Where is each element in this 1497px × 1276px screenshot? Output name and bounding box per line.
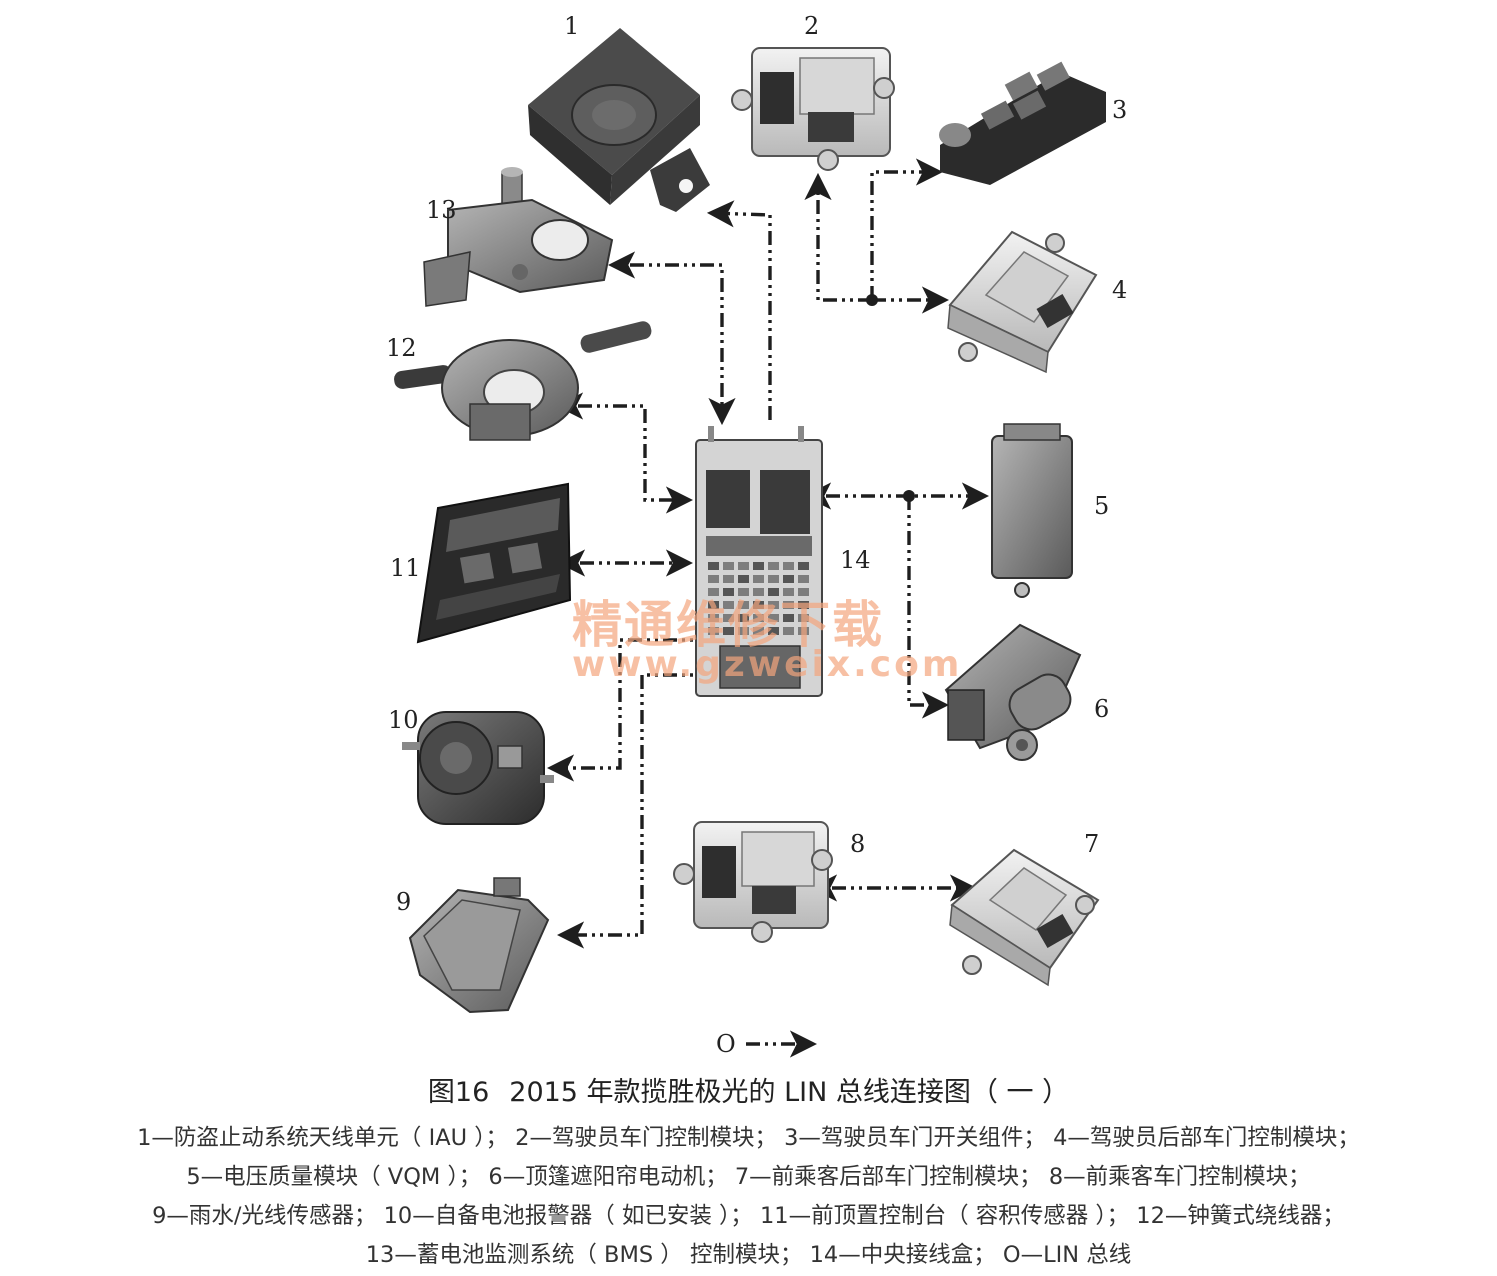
lin-bus-diagram: 1 2 3 4 5 6 7 8 9 10 11 12 13 14 O 精通维修下… [386, 12, 1127, 1058]
fuse [753, 562, 764, 570]
fuse [738, 601, 749, 609]
label-3: 3 [1112, 96, 1127, 124]
legend-symbol-label: O [716, 1030, 736, 1058]
bus-14-to-1 [706, 200, 772, 420]
label-8: 8 [850, 830, 865, 858]
label-11: 11 [390, 554, 421, 582]
fuse [723, 601, 734, 609]
legend-line-3: 9—雨水/光线传感器； 10—自备电池报警器（ 如已安装 ）； 11—前顶置控制… [152, 1203, 1345, 1229]
fuse [753, 575, 764, 583]
fuse [783, 627, 794, 635]
component-1-antenna-unit [528, 28, 710, 212]
component-13-bms-module [423, 167, 614, 307]
fuse [708, 627, 719, 635]
label-12: 12 [386, 334, 417, 362]
fuse [753, 588, 764, 596]
fuse [798, 627, 809, 635]
label-5: 5 [1094, 492, 1109, 520]
component-9-rain-light-sensor [408, 877, 550, 1014]
fuse [768, 614, 779, 622]
bus-2-junction [804, 172, 872, 302]
figure-caption: 图16 2015 年款揽胜极光的 LIN 总线连接图（ 一 ） [0, 1070, 1497, 1109]
fuse [798, 588, 809, 596]
label-9: 9 [396, 888, 411, 916]
label-1: 1 [564, 12, 579, 40]
label-14: 14 [840, 546, 871, 574]
component-12-clockspring [394, 321, 652, 441]
fuse [723, 588, 734, 596]
bus-junction-node-2 [866, 294, 878, 306]
bus-13-to-14 [607, 251, 736, 426]
fuse [708, 614, 719, 622]
component-2-driver-door-module [731, 47, 895, 171]
fuse [768, 601, 779, 609]
fuse [798, 601, 809, 609]
bus-lines [546, 158, 990, 949]
component-3-driver-switch-pack [939, 61, 1106, 185]
component-7-passenger-rear-door-module [949, 848, 1100, 987]
component-labels: 1 2 3 4 5 6 7 8 9 10 11 12 13 14 [386, 12, 1127, 916]
fuse [753, 601, 764, 609]
fuse [798, 575, 809, 583]
bus-junction-node [903, 490, 915, 502]
fuse [738, 562, 749, 570]
component-14-central-junction-box [695, 426, 823, 697]
legend-line-1: 1—防盗止动系统天线单元（ IAU ）； 2—驾驶员车门控制模块； 3—驾驶员车… [137, 1125, 1360, 1151]
fuse [708, 588, 719, 596]
fuse [708, 601, 719, 609]
fuse [768, 588, 779, 596]
label-2: 2 [804, 12, 819, 40]
legend-symbol: O [716, 1030, 818, 1058]
watermark: 精通维修下载 www.gzweix.com [572, 596, 962, 685]
fuse [708, 562, 719, 570]
watermark-url: www.gzweix.com [572, 644, 962, 685]
fuse [723, 614, 734, 622]
component-11-overhead-console [416, 482, 572, 644]
legend-line-2: 5—电压质量模块（ VQM ）； 6—顶篷遮阳帘电动机； 7—前乘客后部车门控制… [186, 1164, 1311, 1190]
label-13: 13 [426, 196, 457, 224]
component-5-vqm [991, 423, 1073, 598]
fuse [783, 614, 794, 622]
fuse [738, 627, 749, 635]
bus-14-to-9 [556, 673, 712, 949]
figure-title: 2015 年款揽胜极光的 LIN 总线连接图（ 一 ） [509, 1077, 1070, 1108]
component-10-battery-sounder [402, 711, 554, 825]
label-7: 7 [1084, 830, 1099, 858]
fuse [768, 562, 779, 570]
fuse [783, 601, 794, 609]
fuse-grid [708, 562, 809, 635]
fuse [738, 614, 749, 622]
fuse [723, 627, 734, 635]
label-6: 6 [1094, 695, 1109, 723]
fuse [798, 562, 809, 570]
component-8-passenger-door-module [673, 821, 833, 943]
bus-12-to-14 [555, 392, 694, 514]
fuse [723, 562, 734, 570]
fuse [723, 575, 734, 583]
watermark-cn: 精通维修下载 [572, 596, 884, 654]
component-4-driver-rear-door-module [947, 230, 1098, 374]
fuse [783, 562, 794, 570]
fuse [708, 575, 719, 583]
component-6-sunblind-motor [944, 623, 1082, 761]
fuse [768, 627, 779, 635]
bus-14-to-10 [546, 638, 712, 782]
fuse [753, 614, 764, 622]
label-10: 10 [388, 706, 419, 734]
fuse [738, 588, 749, 596]
legend-line-4: 13—蓄电池监测系统（ BMS ） 控制模块； 14—中央接线盒； O—LIN … [365, 1242, 1132, 1268]
figure-label: 图16 [427, 1077, 490, 1108]
fuse [738, 575, 749, 583]
fuse [783, 588, 794, 596]
fuse [768, 575, 779, 583]
label-4: 4 [1112, 276, 1127, 304]
fuse [783, 575, 794, 583]
fuse [798, 614, 809, 622]
fuse [753, 627, 764, 635]
bus-junction-to-3 [870, 158, 944, 300]
